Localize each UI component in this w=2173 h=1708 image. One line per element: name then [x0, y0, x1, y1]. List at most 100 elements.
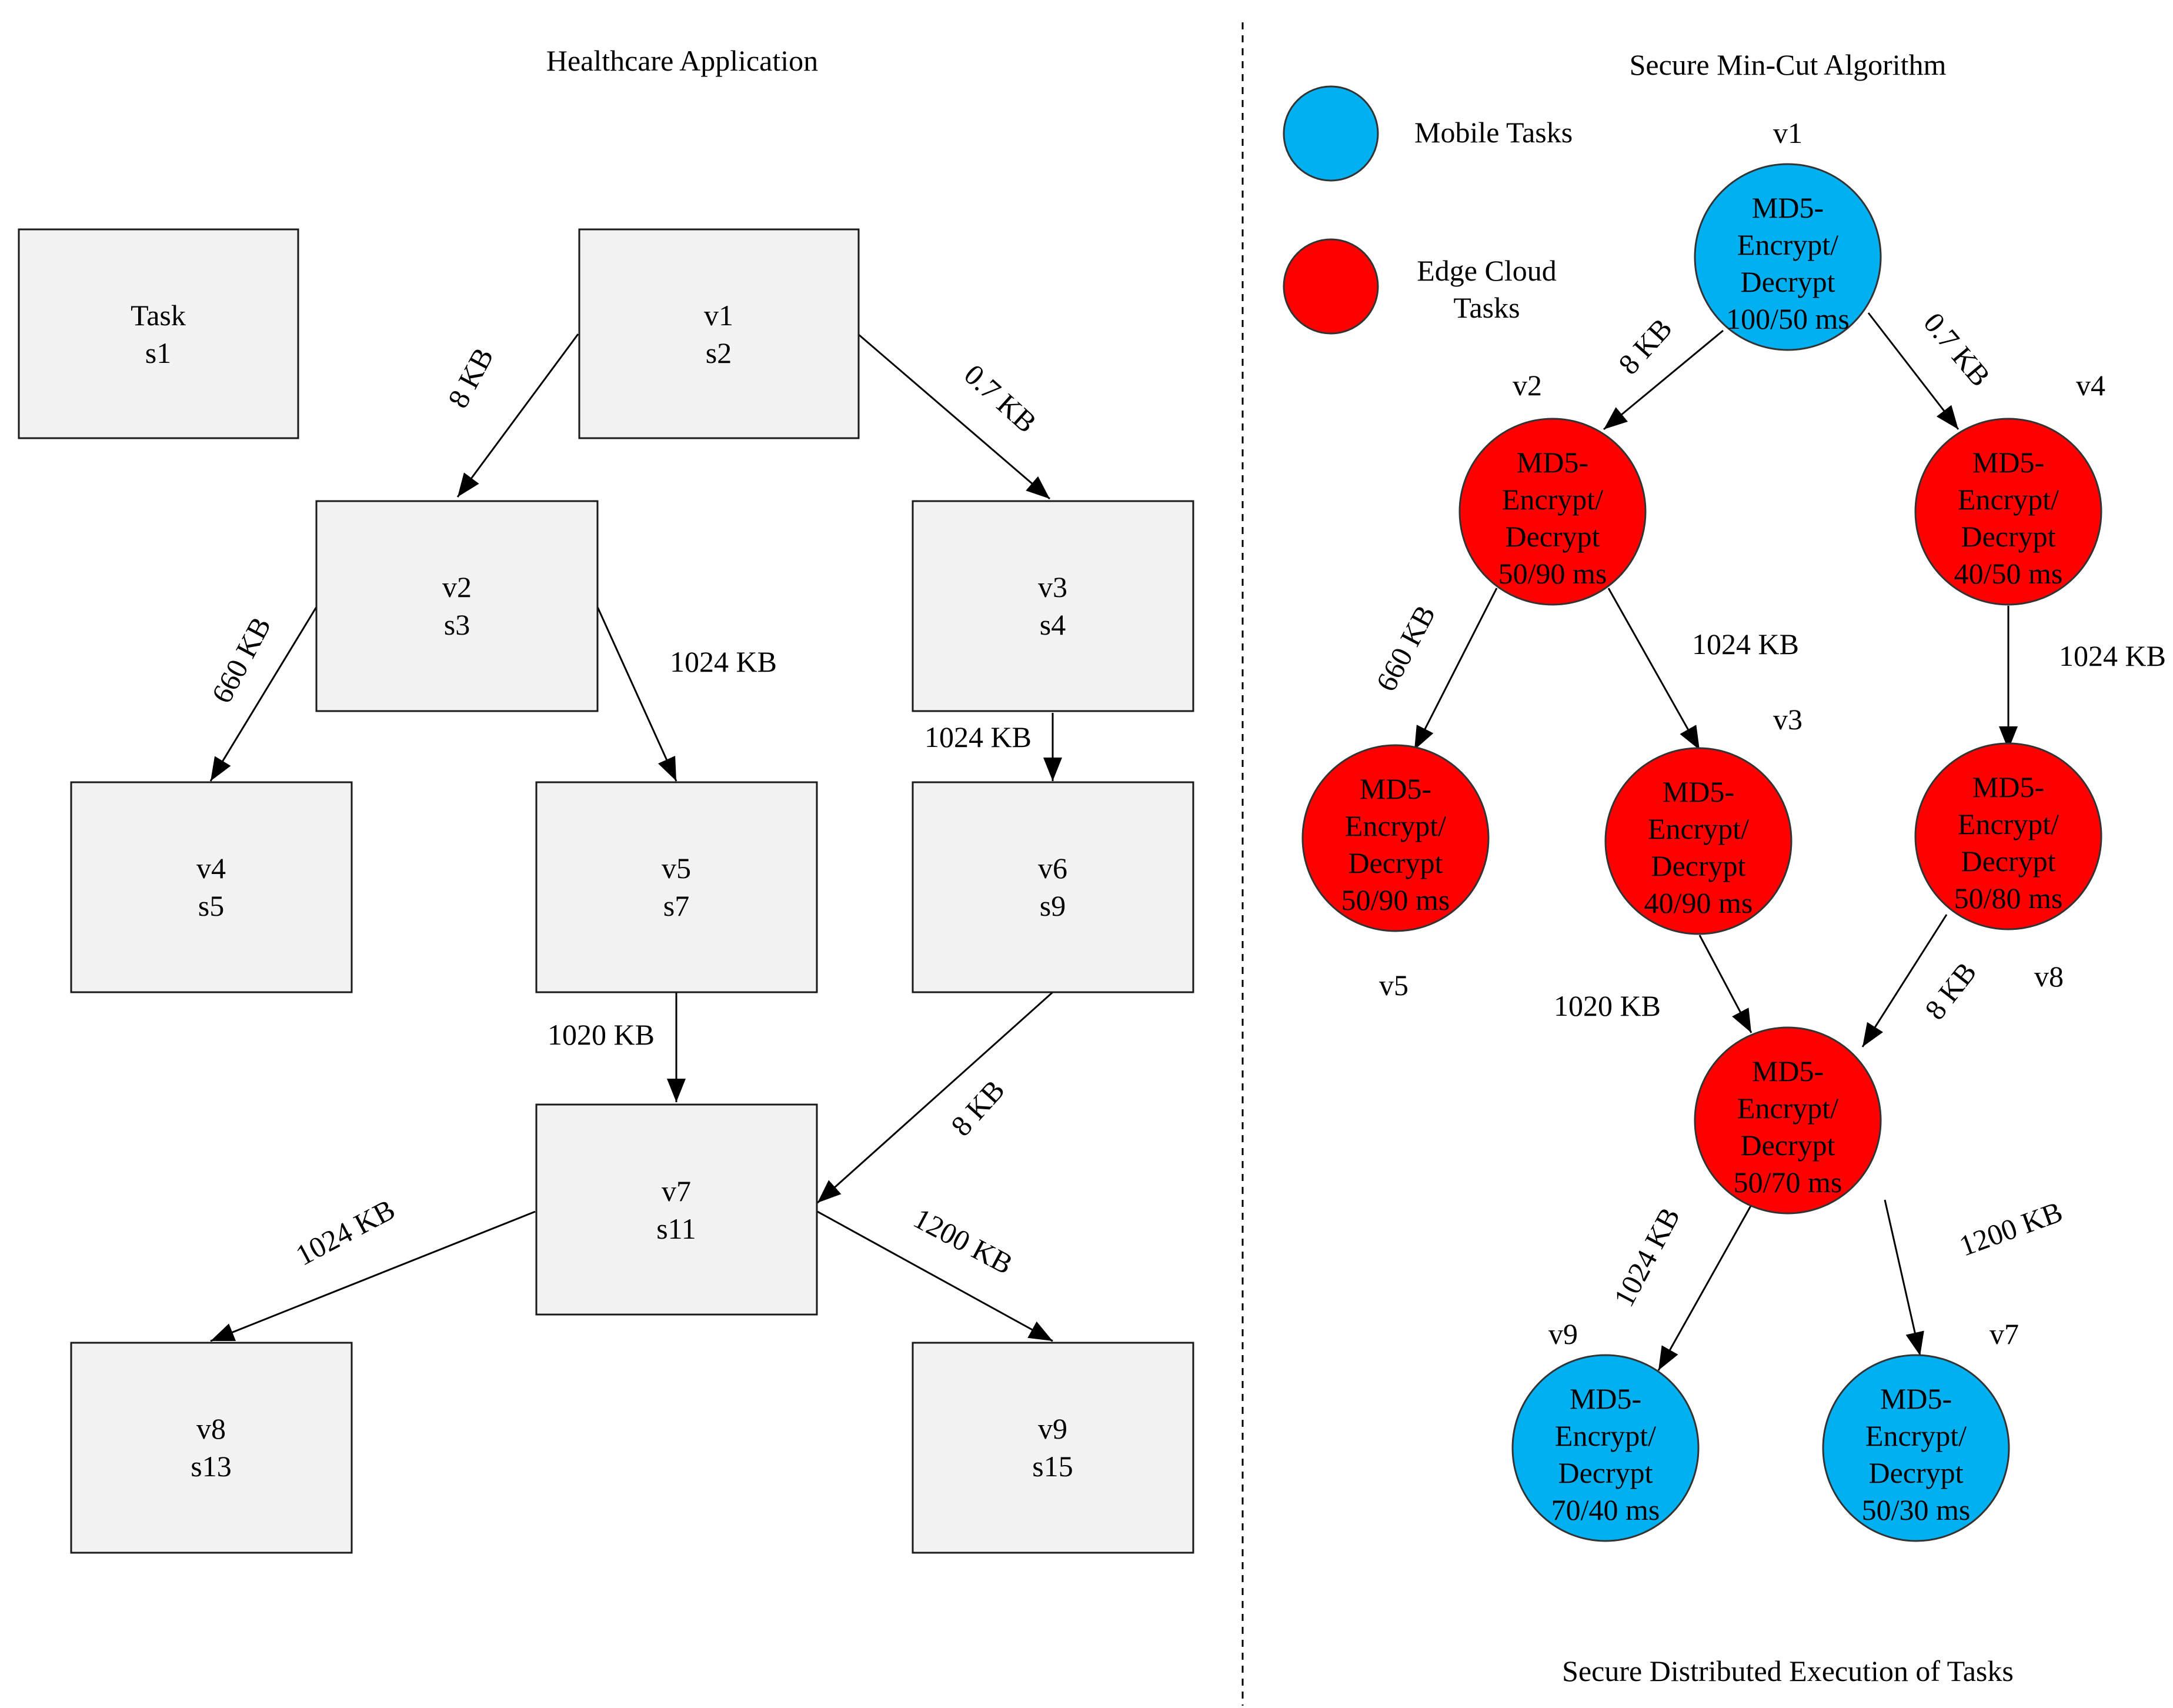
left-title: Healthcare Application [546, 44, 818, 77]
node-text-line: Decrypt [1961, 520, 2055, 553]
graph-node-v4[interactable]: MD5- Encrypt/ Decrypt 40/50 ms [1914, 418, 2102, 606]
edge-label-v2-v5: 1024 KB [670, 645, 777, 678]
node-text-line: Decrypt [1505, 520, 1600, 553]
edge-label-v1-v2: 8 KB [441, 342, 500, 413]
node-text-line: Decrypt [1961, 845, 2055, 878]
graph-node-v8[interactable]: MD5- Encrypt/ Decrypt 50/80 ms [1914, 742, 2102, 930]
box-sub: s5 [198, 889, 224, 922]
node-text-line: 50/70 ms [1734, 1166, 1842, 1199]
right-node-ids: v1 v2 v4 v5 v3 v8 v9 v7 [1379, 116, 2105, 1350]
edge-label-v1-v2: 8 KB [1612, 312, 1678, 381]
node-text-line: 50/90 ms [1498, 557, 1607, 590]
graph-node-v6[interactable]: MD5- Encrypt/ Decrypt 50/70 ms [1694, 1026, 1882, 1215]
node-text-line: MD5- [1517, 446, 1588, 479]
right-edges [1413, 312, 2018, 1371]
right-title: Secure Min-Cut Algorithm [1630, 48, 1947, 81]
graph-node-v7[interactable]: MD5- Encrypt/ Decrypt 50/30 ms [1822, 1354, 2010, 1542]
legend-edge-swatch [1283, 238, 1379, 335]
edge-v7-v9 [817, 1210, 1053, 1342]
box-label: v6 [1038, 852, 1067, 885]
graph-node-v3[interactable]: MD5- Encrypt/ Decrypt 40/90 ms [1604, 747, 1793, 935]
task-box-v4[interactable]: v4 s5 [70, 781, 353, 993]
legend-mobile-label: Mobile Tasks [1414, 116, 1573, 149]
node-text-line: Encrypt/ [1648, 812, 1749, 845]
edge-v2-v3 [1607, 588, 1701, 750]
node-text-line: Encrypt/ [1865, 1419, 1967, 1452]
edge-label-v2-v3: 1024 KB [1692, 628, 1799, 660]
box-sub: s15 [1032, 1450, 1073, 1483]
node-text-line: MD5- [1360, 772, 1431, 805]
task-box-v5[interactable]: v5 s7 [535, 781, 818, 993]
edge-label-v8-v6: 8 KB [1918, 956, 1983, 1026]
node-text-line: Encrypt/ [1555, 1419, 1656, 1452]
box-label: v1 [704, 299, 733, 332]
node-text-line: Decrypt [1348, 846, 1443, 879]
graph-node-v2[interactable]: MD5- Encrypt/ Decrypt 50/90 ms [1458, 418, 1647, 606]
graph-node-v9[interactable]: MD5- Encrypt/ Decrypt 70/40 ms [1511, 1354, 1700, 1542]
node-text-line: 40/50 ms [1954, 557, 2063, 590]
legend-mobile-swatch [1283, 85, 1379, 182]
edge-label-v1-v3: 0.7 KB [958, 358, 1043, 439]
node-text-line: 70/40 ms [1551, 1493, 1660, 1526]
node-text-line: Decrypt [1868, 1456, 1963, 1489]
node-id-v7: v7 [1990, 1317, 2019, 1350]
right-nodes: MD5- Encrypt/ Decrypt 100/50 ms MD5- Enc… [1301, 163, 2102, 1542]
node-text-line: MD5- [1752, 1055, 1824, 1087]
task-box-v6[interactable]: v6 s9 [912, 781, 1194, 993]
edge-label-v1-v4: 0.7 KB [1917, 306, 1997, 393]
legend-task-sub: s1 [145, 336, 171, 369]
edge-label-v3-v6: 1024 KB [924, 720, 1032, 753]
node-text-line: MD5- [1752, 191, 1824, 224]
task-box-v2[interactable]: v2 s3 [315, 500, 599, 712]
edge-label-v5-v7: 1020 KB [548, 1018, 655, 1051]
node-id-v4: v4 [2076, 369, 2105, 402]
edge-label-v4-v8: 1024 KB [2059, 639, 2166, 672]
task-box-v9[interactable]: v9 s15 [912, 1342, 1194, 1554]
box-label: v2 [442, 571, 472, 603]
task-box-v8[interactable]: v8 s13 [70, 1342, 353, 1554]
legend-edge-label-line2: Tasks [1453, 291, 1520, 324]
node-text-line: Encrypt/ [1958, 808, 2059, 840]
node-text-line: Encrypt/ [1737, 228, 1838, 261]
edge-label-v7-v9: 1200 KB [909, 1202, 1019, 1281]
box-label: v5 [662, 852, 691, 885]
box-label: v7 [662, 1175, 691, 1207]
edge-v3-v6 [1698, 935, 1753, 1033]
node-id-v1: v1 [1773, 116, 1803, 149]
box-label: v3 [1038, 571, 1067, 603]
node-text-line: Decrypt [1558, 1456, 1653, 1489]
node-text-line: Decrypt [1651, 849, 1745, 882]
box-sub: s9 [1040, 889, 1066, 922]
box-label: v8 [196, 1412, 226, 1445]
legend: Mobile Tasks Edge Cloud Tasks [1283, 85, 1573, 335]
node-text-line: Decrypt [1740, 1129, 1835, 1162]
graph-node-v5[interactable]: MD5- Encrypt/ Decrypt 50/90 ms [1301, 744, 1490, 932]
node-text-line: 100/50 ms [1726, 302, 1850, 335]
node-text-line: 50/80 ms [1954, 882, 2063, 915]
left-edges [209, 333, 1062, 1342]
node-id-v8: v8 [2034, 960, 2064, 993]
edge-label-v6-v9: 1024 KB [1607, 1202, 1687, 1312]
node-id-v5: v5 [1379, 969, 1408, 1002]
task-box-v7[interactable]: v7 s11 [535, 1103, 818, 1316]
edge-label-v2-v5: 660 KB [1369, 600, 1441, 697]
task-box-v3[interactable]: v3 s4 [912, 500, 1194, 712]
box-sub: s2 [706, 336, 732, 369]
node-text-line: Encrypt/ [1345, 809, 1446, 842]
node-id-v2: v2 [1513, 369, 1542, 402]
node-id-v3: v3 [1773, 703, 1803, 736]
edge-v6-v7 [816, 991, 1054, 1204]
legend-task-label: Task [131, 299, 186, 332]
node-text-line: MD5- [1663, 775, 1734, 808]
graph-node-v1[interactable]: MD5- Encrypt/ Decrypt 100/50 ms [1694, 163, 1882, 351]
node-text-line: Encrypt/ [1737, 1092, 1838, 1125]
edge-label-v3-v6: 1020 KB [1554, 989, 1661, 1022]
node-text-line: 40/90 ms [1644, 886, 1753, 919]
right-footer: Secure Distributed Execution of Tasks [1562, 1654, 2014, 1687]
node-text-line: Encrypt/ [1502, 483, 1603, 516]
edge-v8-v6 [1861, 914, 1948, 1048]
task-box-v1[interactable]: v1 s2 [578, 228, 860, 439]
node-text-line: MD5- [1880, 1382, 1952, 1415]
node-id-v9: v9 [1548, 1317, 1578, 1350]
